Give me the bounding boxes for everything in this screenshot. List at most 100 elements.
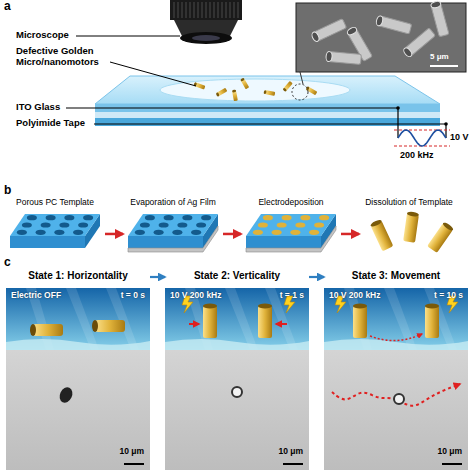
- gold-tube-opening: [425, 304, 439, 309]
- sem-tube-opening: [375, 15, 383, 26]
- gold-tube-opening: [407, 211, 419, 217]
- microscope-ridge: [206, 2, 207, 18]
- template-pore: [140, 222, 150, 227]
- scale-label: 10 μm: [437, 447, 462, 457]
- overlay-label: t = 10 s: [434, 291, 463, 301]
- sem-tube-body: [378, 16, 411, 34]
- template-pore: [54, 230, 64, 235]
- overlay-label: 10 V 200 kHz: [170, 291, 222, 301]
- motor-image: [232, 387, 242, 397]
- template-pore: [22, 222, 32, 227]
- scale-bar: [442, 463, 462, 465]
- microscope-ridge: [234, 2, 235, 18]
- micromotor-opening: [232, 89, 236, 92]
- motion-arrow: [370, 334, 422, 341]
- template-pore: [258, 222, 268, 227]
- leader-line: [76, 36, 180, 37]
- process-arrow: [223, 233, 241, 236]
- state-panel: State 2: Verticality10 V 200 kHzt = 1 s1…: [165, 270, 309, 470]
- scale-bar: [124, 463, 144, 465]
- microscope-ridge: [222, 2, 223, 18]
- component-label: Polyimide Tape: [16, 118, 85, 129]
- gold-tube-opening: [30, 324, 36, 336]
- silver-film: [246, 226, 336, 252]
- sem-tube-body: [329, 52, 362, 65]
- template-pore: [253, 230, 263, 235]
- microscope-ridge: [202, 2, 203, 18]
- gold-tube-body: [353, 306, 367, 338]
- micrograph: [6, 350, 150, 470]
- microscope-lens: [180, 32, 232, 44]
- microscope-ridge: [190, 2, 191, 18]
- template-pore: [27, 215, 37, 220]
- overlay-label: 10 V 200 kHz: [329, 291, 381, 301]
- sem-tube-opening: [430, 0, 441, 8]
- ito-glass-top: [95, 76, 440, 104]
- microscope-ridge: [210, 2, 211, 18]
- state-panel: State 3: Movement 10 V 200 kHz t = 10 s 10 …: [324, 270, 468, 470]
- force-arrow: [189, 323, 199, 325]
- template-pore: [277, 222, 287, 227]
- overlay-label: t = 1 s: [280, 291, 304, 301]
- gold-tube: [403, 211, 419, 243]
- template-pore: [282, 215, 292, 220]
- micromotor: [306, 86, 318, 95]
- sand-floor: [165, 339, 309, 350]
- step-title: State 3: Movement: [324, 270, 468, 282]
- process-step: Dissolution of Template: [359, 198, 459, 256]
- step-title: Evaporation of Ag Film: [115, 198, 231, 208]
- motor-image: [394, 394, 404, 404]
- template-pore: [145, 215, 155, 220]
- template-pore: [83, 215, 93, 220]
- template-pore: [263, 215, 273, 220]
- overlay-label: Electric OFF: [11, 291, 61, 301]
- template-front: [128, 236, 203, 248]
- template-front: [246, 236, 321, 248]
- gold-tube-opening: [370, 219, 383, 228]
- template-pore: [41, 222, 51, 227]
- panel-letter: a: [4, 0, 11, 14]
- step-title: Porous PC Template: [0, 198, 113, 208]
- template-pore: [295, 222, 305, 227]
- process-arrow: [150, 276, 165, 278]
- gold-tube-opening: [92, 320, 98, 332]
- micromotor: [240, 78, 249, 90]
- template-pore: [196, 222, 206, 227]
- gold-tube-body: [258, 306, 272, 338]
- sem-tube: [375, 15, 411, 34]
- gold-tube-body: [203, 306, 217, 338]
- micromotor-opening: [216, 92, 220, 97]
- template-pore: [17, 230, 27, 235]
- sem-tube-opening: [311, 31, 321, 43]
- sem-tube: [326, 51, 362, 64]
- microscope-ridge: [198, 2, 199, 18]
- step-title: Dissolution of Template: [351, 198, 467, 208]
- microscope-ridge: [218, 2, 219, 18]
- microscope-ridge: [230, 2, 231, 18]
- micromotor: [216, 88, 228, 97]
- component-label: Microscope: [16, 30, 69, 41]
- micromotor: [263, 90, 275, 96]
- process-step: Electrodeposition: [241, 198, 341, 256]
- microscope-body: [170, 0, 242, 20]
- process-arrow: [105, 233, 123, 236]
- scale-label: 10 μm: [119, 447, 144, 457]
- electrode-wire: [94, 124, 446, 138]
- underwater-scene: [324, 288, 468, 350]
- template-pore: [290, 230, 300, 235]
- template-pore: [314, 222, 324, 227]
- leader-line: [110, 62, 196, 86]
- light-ray: [66, 288, 99, 350]
- template-pore: [164, 215, 174, 220]
- silver-film: [128, 226, 218, 252]
- droplet: [160, 79, 350, 101]
- overlay-label: t = 0 s: [121, 291, 145, 301]
- sine-wave: [398, 130, 446, 146]
- micromotor: [282, 81, 292, 92]
- template-pore: [46, 215, 56, 220]
- step-title: State 1: Horizontality: [6, 270, 150, 282]
- zoom-leader: [300, 72, 303, 84]
